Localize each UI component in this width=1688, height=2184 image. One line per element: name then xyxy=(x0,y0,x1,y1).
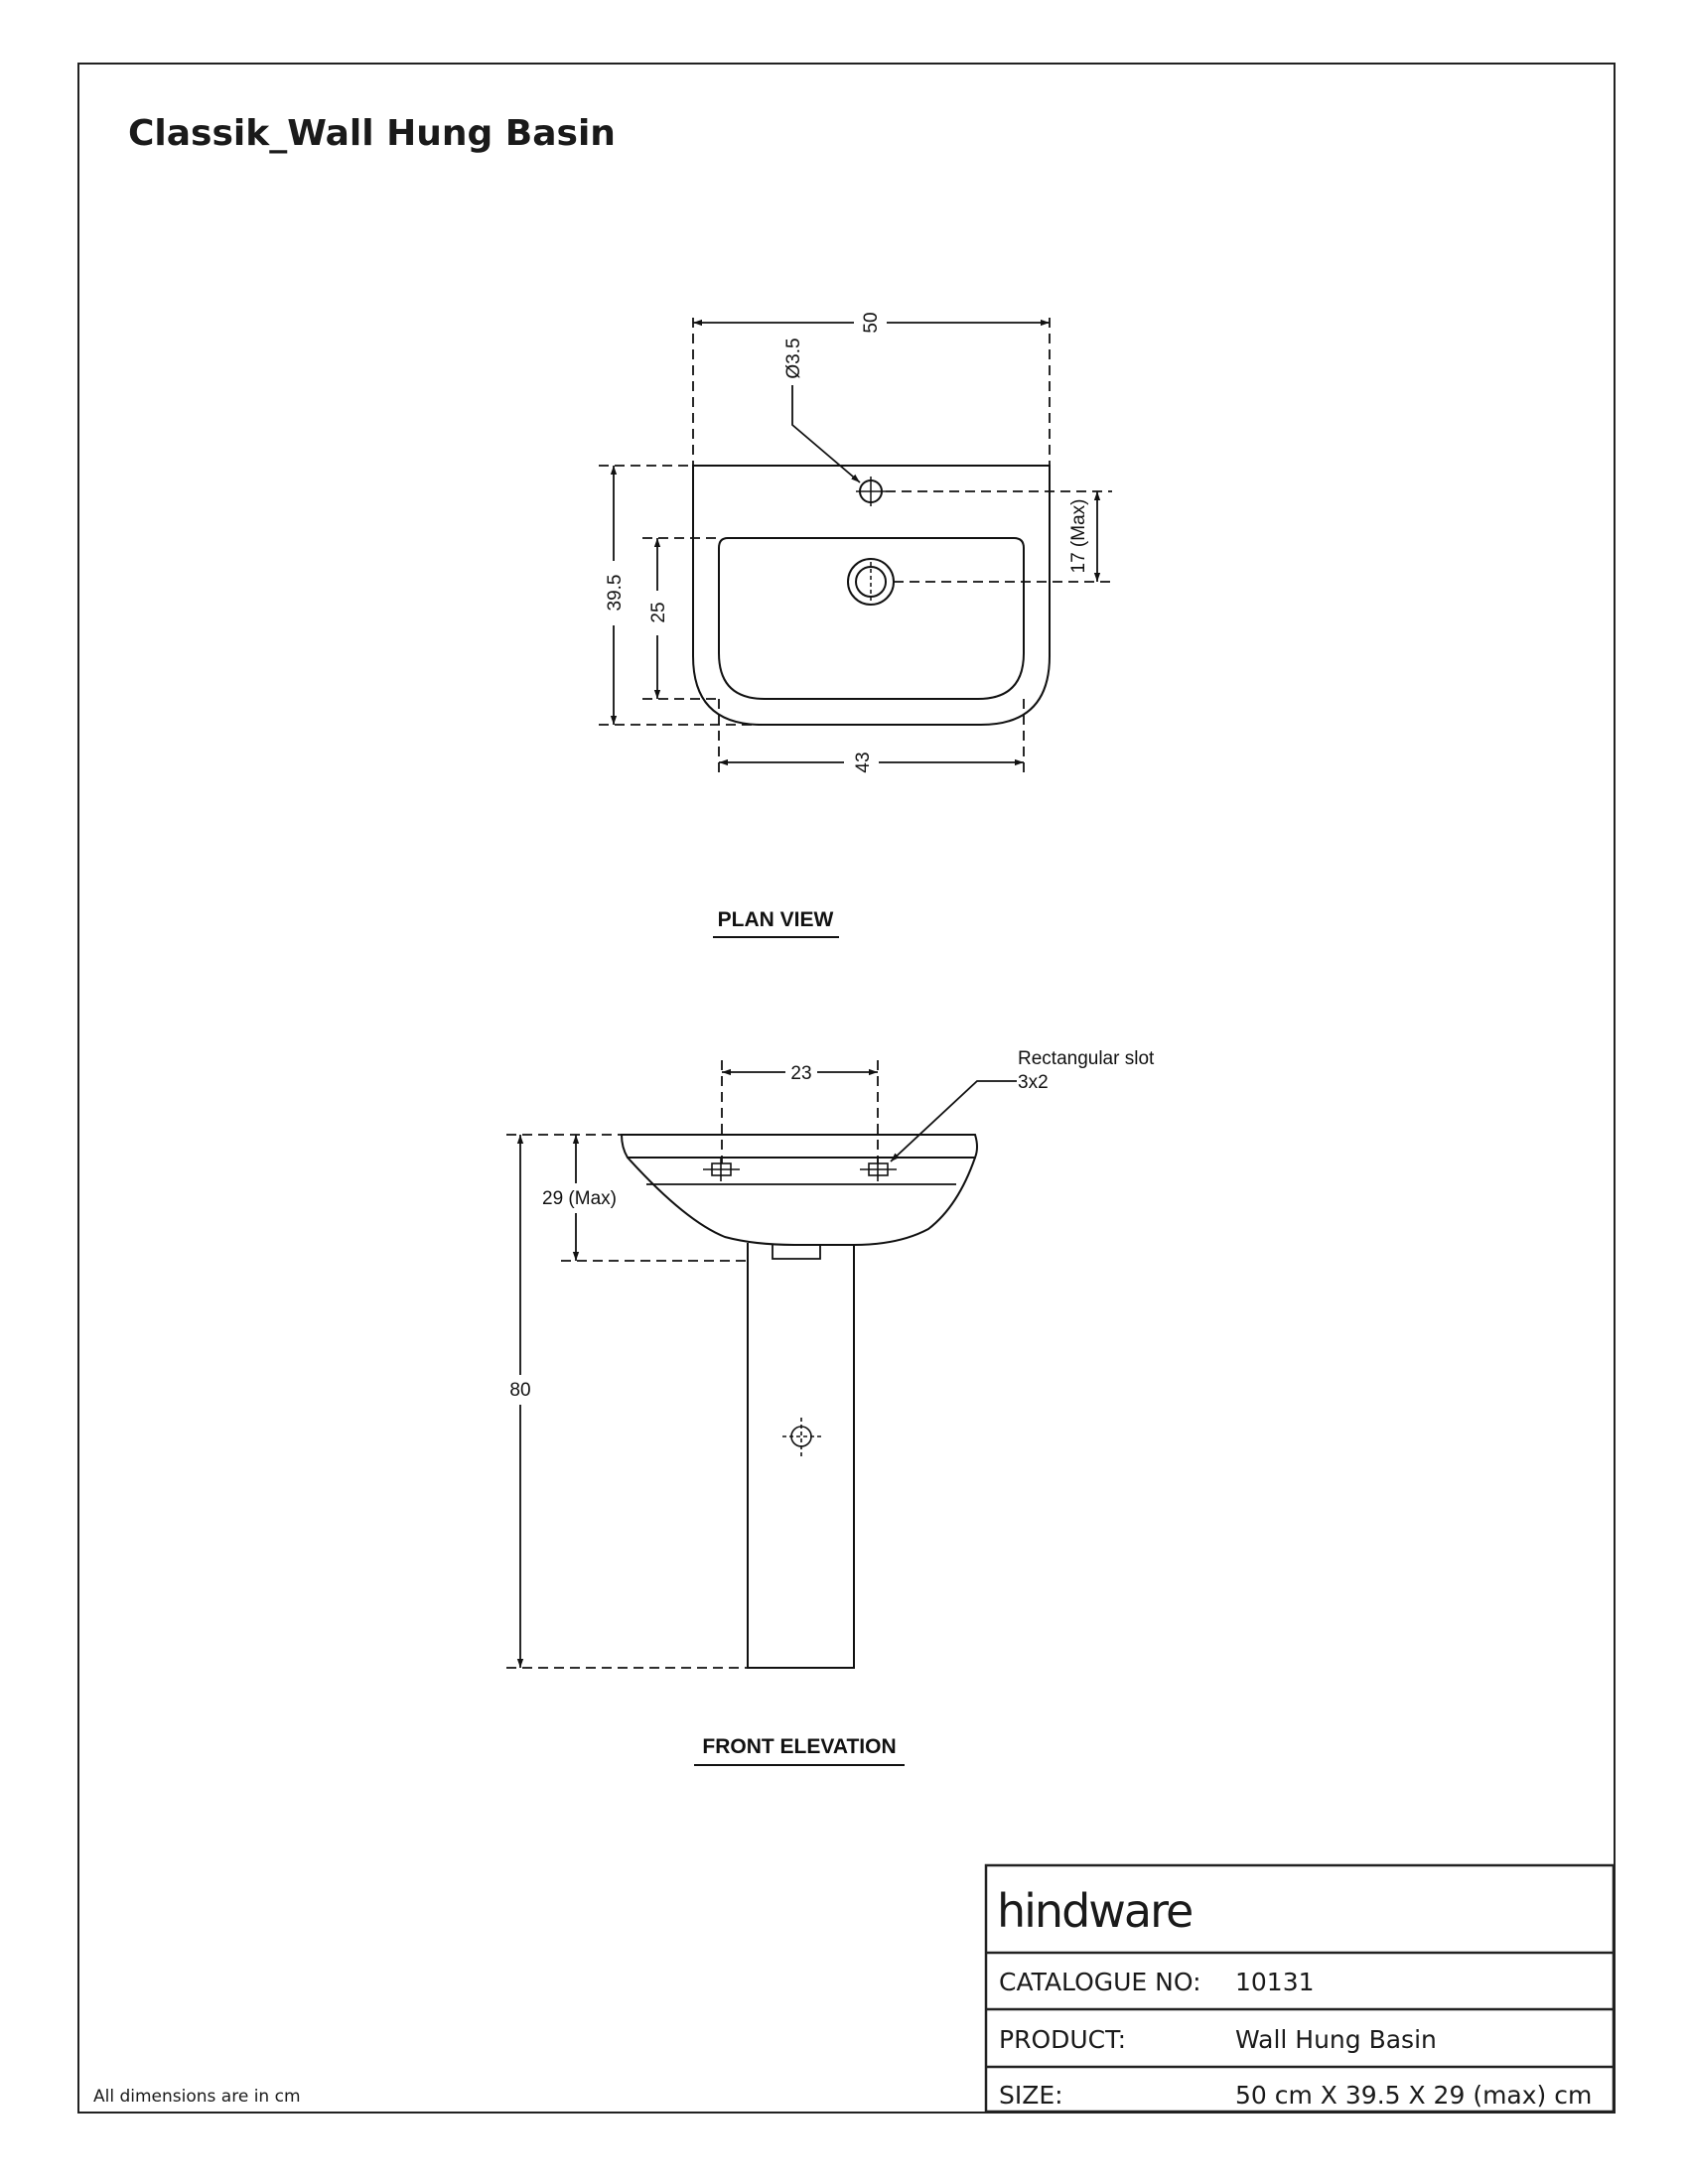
basin-bowl xyxy=(627,1157,976,1246)
size-label: SIZE: xyxy=(999,2081,1063,2110)
bowl-inner-outline xyxy=(718,537,1025,700)
basin-outer-outline xyxy=(692,465,1051,726)
plan-view-label: PLAN VIEW xyxy=(718,908,834,931)
dim-bowl-width: 43 xyxy=(853,751,874,772)
pedestal-fixing-hole xyxy=(782,1418,821,1456)
dim-slot-spacing: 23 xyxy=(790,1063,811,1084)
dim-overall-width: 50 xyxy=(861,312,882,333)
catalogue-value: 10131 xyxy=(1235,1968,1315,1996)
front-extension-lines xyxy=(506,1060,879,1669)
title-block xyxy=(984,1863,1616,2114)
pedestal xyxy=(747,1243,855,1669)
sheet-border xyxy=(77,63,1616,2114)
dim-basin-height: 29 (Max) xyxy=(542,1188,617,1209)
product-value: Wall Hung Basin xyxy=(1235,2025,1437,2054)
front-elevation xyxy=(620,1134,978,1669)
plan-view xyxy=(692,465,1051,726)
slot-note-line2: 3x2 xyxy=(1018,1072,1049,1093)
basin-rim xyxy=(620,1134,978,1159)
product-label: PRODUCT: xyxy=(999,2025,1126,2054)
dim-overall-depth: 39.5 xyxy=(605,575,626,612)
size-value: 50 cm X 39.5 X 29 (max) cm xyxy=(1235,2081,1592,2110)
plan-dimension-lines xyxy=(610,319,1101,766)
brand-logo: hindware xyxy=(997,1884,1192,1938)
dim-tap-hole: Ø3.5 xyxy=(783,338,804,378)
plan-extension-lines xyxy=(599,318,1112,777)
sheet-title: Classik_Wall Hung Basin xyxy=(128,113,616,154)
dim-total-height: 80 xyxy=(509,1380,530,1401)
catalogue-label: CATALOGUE NO: xyxy=(999,1968,1201,1996)
front-elevation-label: FRONT ELEVATION xyxy=(702,1735,896,1758)
slot-note-line1: Rectangular slot xyxy=(1018,1048,1155,1069)
dim-bowl-depth: 25 xyxy=(648,602,669,622)
dimensions-note: All dimensions are in cm xyxy=(93,2087,301,2107)
front-dimension-lines xyxy=(516,1068,1017,1668)
dim-tap-to-waste: 17 (Max) xyxy=(1068,499,1089,574)
